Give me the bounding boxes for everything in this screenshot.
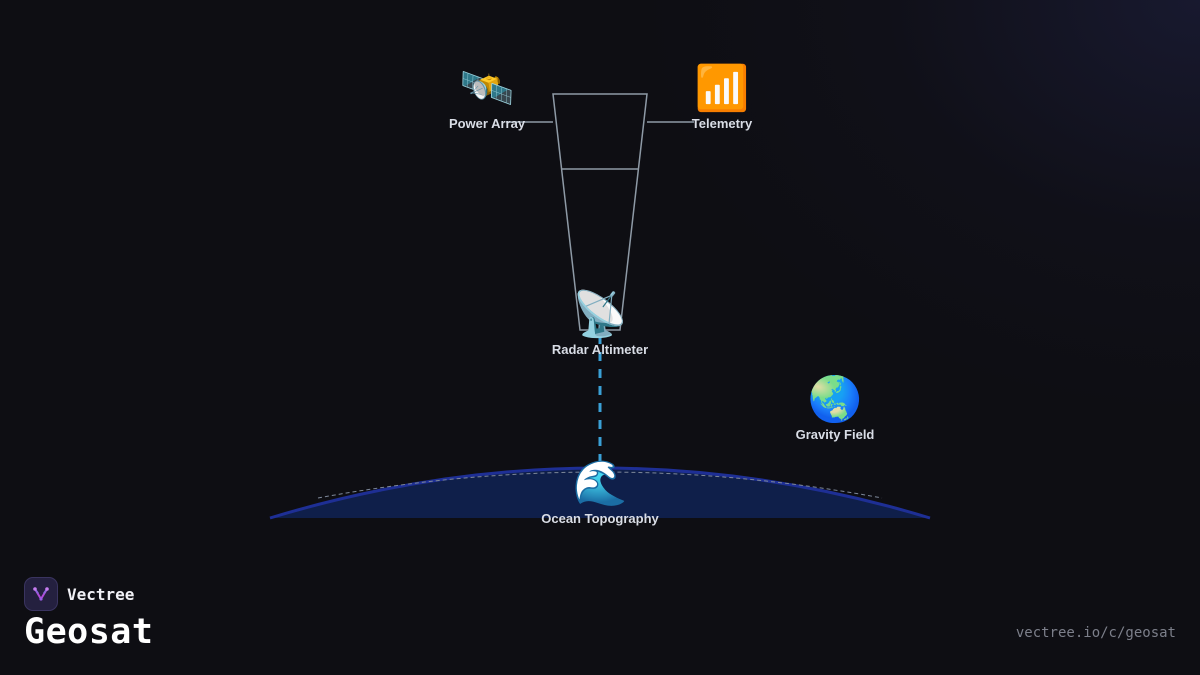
- node-ocean-topography: 🌊 Ocean Topography: [520, 459, 680, 526]
- page-title: Geosat: [24, 612, 154, 652]
- globe-icon: 🌏: [807, 375, 863, 424]
- signal-bars-icon: 📶: [694, 64, 750, 113]
- brand: Vectree: [24, 577, 134, 611]
- source-url[interactable]: vectree.io/c/geosat: [1015, 625, 1176, 641]
- node-label-ocean-topography: Ocean Topography: [541, 511, 659, 526]
- node-label-telemetry: Telemetry: [691, 116, 753, 131]
- satellite-dish-icon: 📡: [572, 290, 628, 339]
- node-label-gravity-field: Gravity Field: [795, 427, 875, 442]
- brand-name: Vectree: [67, 584, 135, 604]
- node-radar-altimeter: 📡 Radar Altimeter: [520, 290, 680, 357]
- node-gravity-field: 🌏 Gravity Field: [755, 375, 915, 442]
- satellite-icon: 🛰️: [459, 64, 515, 113]
- node-label-power-array: Power Array: [448, 116, 526, 131]
- water-wave-icon: 🌊: [572, 459, 628, 508]
- node-telemetry: 📶 Telemetry: [642, 64, 802, 131]
- satellite-body-outline: [552, 93, 648, 331]
- geoid-reference-line: [317, 471, 883, 499]
- ocean-surface-edge: [269, 466, 931, 520]
- node-label-radar-altimeter: Radar Altimeter: [551, 342, 649, 357]
- node-power-array: 🛰️ Power Array: [407, 64, 567, 131]
- vectree-logo-icon: [24, 577, 58, 611]
